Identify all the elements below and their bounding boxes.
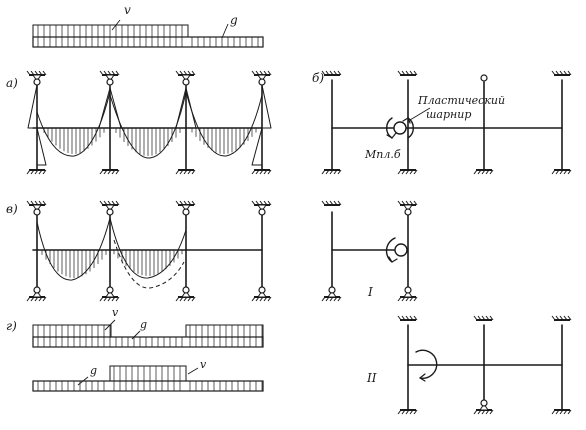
panel-g-load-patterns: г) v g g v [6, 306, 264, 392]
panel-v-redistributed-moments: в) [6, 201, 271, 301]
pattern2-live-label: v [200, 358, 207, 371]
plastic-hinge-label-line1: Пластический [417, 94, 505, 107]
pattern2-dead-label: g [90, 364, 97, 377]
pattern1-dead-label: g [140, 318, 147, 331]
panel-b-plastic-hinge: б) Пластический шарнир Mпл.б [312, 70, 572, 175]
pattern1-live-label: v [112, 306, 119, 319]
detail-i-hinge: I [321, 200, 417, 301]
live-load-label: v [124, 3, 131, 17]
plastic-hinge-icon [393, 121, 407, 135]
panel-a-moment-diagram: а) [6, 71, 272, 175]
panel-a-label: а) [6, 76, 18, 90]
panel-b-label: б) [312, 71, 324, 85]
detail-ii-hinge: II [366, 315, 572, 415]
hinge-i-icon [394, 243, 408, 257]
top-load-strip: v g [32, 3, 264, 48]
plastic-hinge-label-line2: шарнир [426, 108, 471, 121]
detail-ii-label: II [366, 371, 377, 385]
panel-g-label: г) [6, 319, 17, 333]
dead-load-label: g [230, 13, 238, 27]
detail-i-label: I [367, 285, 373, 299]
panel-v-label: в) [6, 202, 18, 216]
plastic-moment-label: Mпл.б [364, 148, 401, 161]
